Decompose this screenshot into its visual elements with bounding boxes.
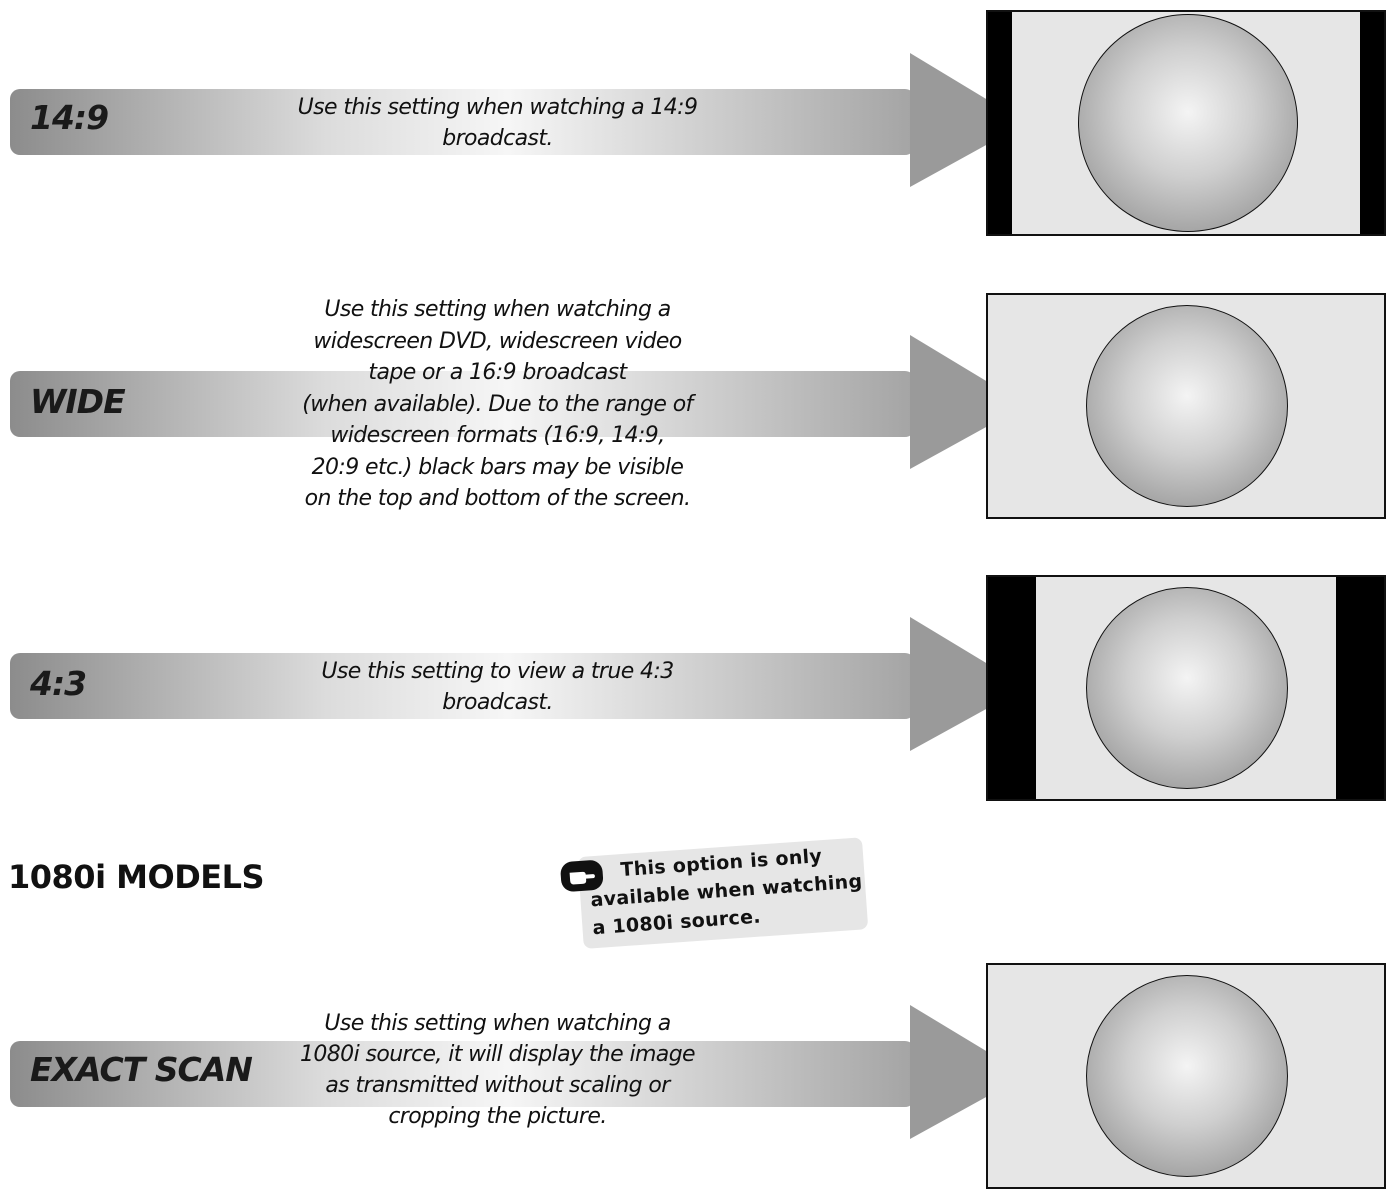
row-4-3: 4:3 Use this setting to view a true 4:3 …: [0, 575, 1392, 802]
row-exact-scan: EXACT SCAN Use this setting when watchin…: [0, 963, 1392, 1190]
arrow-shape: [10, 617, 1030, 767]
setting-label: 4:3: [30, 664, 87, 703]
sphere-image: [1086, 587, 1288, 789]
row-wide: WIDE Use this setting when watching a wi…: [0, 293, 1392, 520]
arrow-shape: [10, 53, 1030, 203]
sphere-image: [1086, 305, 1288, 507]
row-14-9: 14:9 Use this setting when watching a 14…: [0, 10, 1392, 238]
setting-description: Use this setting to view a true 4:3 broa…: [321, 659, 674, 715]
screen-preview-wide: [986, 293, 1386, 519]
black-bar: [1360, 12, 1384, 234]
arrow-shape: [10, 1005, 1030, 1155]
sphere-image: [1086, 975, 1288, 1177]
setting-label: WIDE: [30, 382, 126, 421]
section-title: 1080i MODELS: [8, 858, 265, 896]
black-bar: [988, 12, 1012, 234]
setting-description: Use this setting when watching a widescr…: [302, 297, 693, 511]
arrow-shape: [10, 335, 1030, 485]
pointing-hand-icon: [559, 859, 604, 893]
screen-preview-exact-scan: [986, 963, 1386, 1189]
info-note: This option is only available when watch…: [559, 829, 871, 950]
black-bar: [1336, 577, 1384, 799]
screen-preview-4-3: [986, 575, 1386, 801]
black-bar: [988, 577, 1036, 799]
setting-label: EXACT SCAN: [30, 1050, 253, 1089]
sphere-image: [1078, 14, 1298, 232]
screen-preview-14-9: [986, 10, 1386, 236]
setting-description: Use this setting when watching a 14:9 br…: [297, 95, 698, 151]
setting-description: Use this setting when watching a 1080i s…: [299, 1011, 696, 1129]
setting-label: 14:9: [30, 98, 109, 137]
